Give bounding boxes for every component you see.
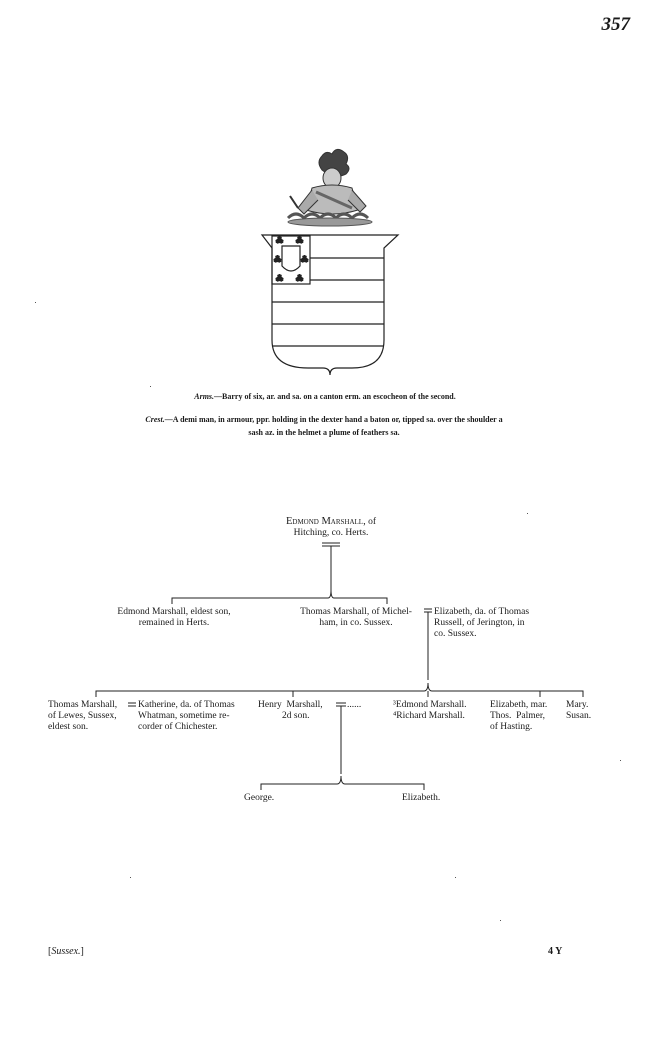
crest-text-line1: —A demi man, in armour, ppr. holding in …: [164, 415, 503, 424]
henry-wife-entry: ......: [347, 700, 362, 710]
speck: [150, 386, 151, 387]
henry-marshall-entry: Henry Marshall,2d son.: [258, 700, 338, 722]
speck: [620, 760, 621, 761]
henry-line1: Henry Marshall,: [258, 700, 323, 710]
thomas-line1: Thomas Marshall, of Michel-: [300, 607, 412, 617]
elizabeth-daughter-entry: Elizabeth.: [402, 793, 441, 803]
svg-text:⁂: ⁂: [296, 274, 303, 283]
edmond-line1: Edmond Marshall, eldest son,: [117, 607, 231, 617]
speck: [455, 877, 456, 878]
thomas-lewes-line3: eldest son.: [48, 722, 89, 732]
svg-text:⁂: ⁂: [301, 255, 308, 264]
elizabeth-line3: co. Sussex.: [434, 629, 477, 639]
elizabeth-palmer-line1: Elizabeth, mar.: [490, 700, 548, 710]
elizabeth-palmer-entry: Elizabeth, mar.Thos. Palmer,of Hasting.: [490, 700, 560, 733]
arms-description: Arms.—Barry of six, ar. and sa. on a can…: [60, 392, 590, 401]
elizabeth-line1: Elizabeth, da. of Thomas: [434, 607, 530, 617]
speck: [130, 877, 131, 878]
shield-icon: ⁂ ⁂ ⁂ ⁂ ⁂ ⁂: [260, 234, 400, 376]
thomas-lewes-entry: Thomas Marshall,of Lewes, Sussex,eldest …: [48, 700, 130, 733]
founder-residence: Hitching, co. Herts.: [293, 528, 369, 538]
signature-mark: 4 Y: [548, 946, 563, 957]
crest-text-line2: sash az. in the helmet a plume of feathe…: [248, 428, 400, 437]
founder-name: Edmond Marshall,: [285, 516, 366, 527]
crest-label: Crest.: [145, 415, 165, 424]
elizabeth-palmer-line3: of Hasting.: [490, 722, 533, 732]
thomas-lewes-line2: of Lewes, Sussex,: [48, 711, 117, 721]
edmond-eldest-entry: Edmond Marshall, eldest son,remained in …: [104, 607, 244, 629]
founder-name-suffix: of: [365, 517, 377, 527]
arms-label: Arms.: [194, 392, 215, 401]
elizabeth-palmer-line2: Thos. Palmer,: [490, 711, 546, 721]
crest-figure-icon: [286, 148, 373, 227]
page-number: 357: [601, 14, 631, 35]
county-footer: [Sussex.]: [48, 946, 84, 957]
thomas-michelham-entry: Thomas Marshall, of Michel-ham, in co. S…: [290, 607, 422, 629]
pedigree-lines: [95, 542, 584, 790]
katherine-line1: Katherine, da. of Thomas: [138, 700, 235, 710]
thomas-lewes-line1: Thomas Marshall,: [48, 700, 118, 710]
arms-text: —Barry of six, ar. and sa. on a canton e…: [214, 392, 456, 401]
katherine-line2: Whatman, sometime re-: [138, 711, 230, 721]
edmond-richard-entry: ³Edmond Marshall.⁴Richard Marshall.: [393, 700, 483, 722]
edmond-third-son: ³Edmond Marshall.: [393, 700, 467, 710]
thomas-line2: ham, in co. Sussex.: [319, 618, 393, 628]
bracket-open: [: [48, 946, 52, 957]
richard-fourth-son: ⁴Richard Marshall.: [393, 711, 465, 721]
susan: Susan.: [566, 711, 592, 721]
katherine-line3: corder of Chichester.: [138, 722, 218, 732]
mary: Mary.: [566, 700, 589, 710]
speck: [527, 513, 528, 514]
crest-description: Crest.—A demi man, in armour, ppr. holdi…: [104, 413, 544, 439]
henry-line2: 2d son.: [282, 711, 310, 721]
george-entry: George.: [244, 793, 275, 803]
speck: [500, 920, 501, 921]
county-name: Sussex.: [51, 946, 81, 957]
svg-text:⁂: ⁂: [276, 236, 283, 245]
svg-text:⁂: ⁂: [274, 255, 281, 264]
svg-text:⁂: ⁂: [296, 236, 303, 245]
bracket-close: ]: [80, 946, 84, 957]
edmond-line2: remained in Herts.: [138, 618, 210, 628]
speck: [35, 302, 36, 303]
svg-text:⁂: ⁂: [276, 274, 283, 283]
elizabeth-line2: Russell, of Jerington, in: [434, 618, 525, 628]
mary-susan-entry: Mary.Susan.: [566, 700, 606, 722]
